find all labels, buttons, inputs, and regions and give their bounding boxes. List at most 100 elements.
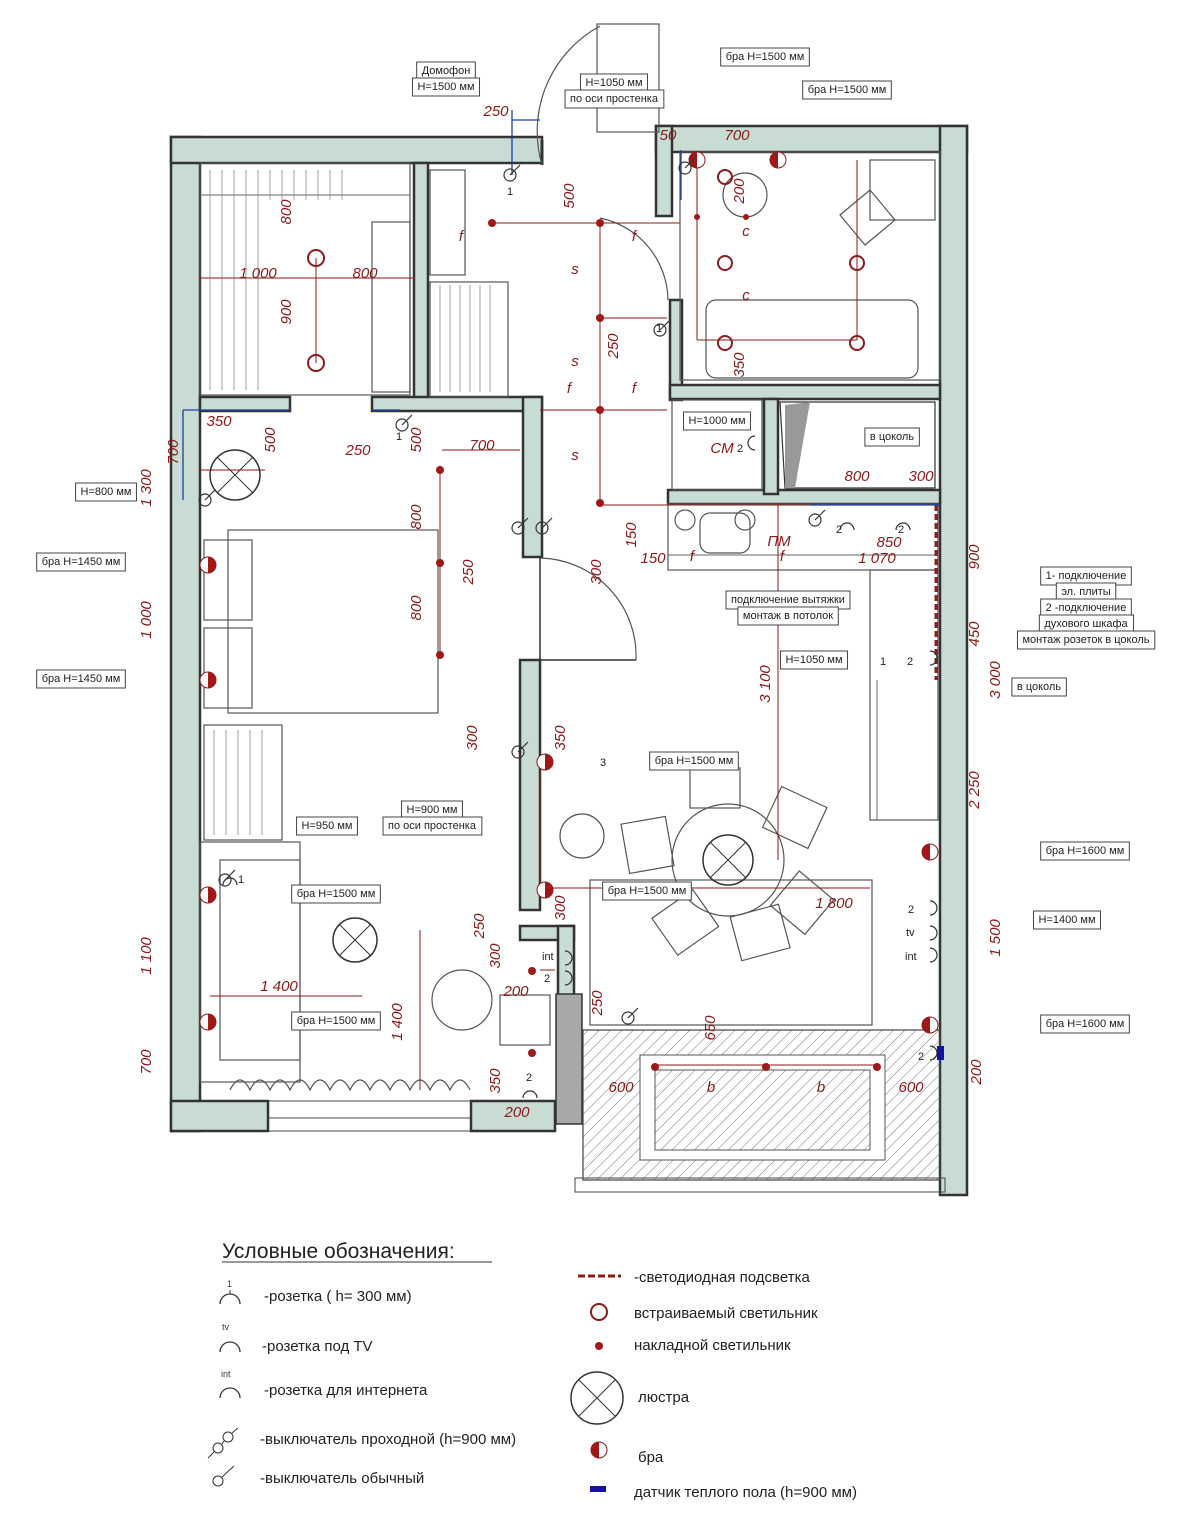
dimension-label-vertical: 1 300 [138,469,155,507]
balcony [574,1029,946,1193]
dimension-label: 300 [908,468,934,485]
dimension-label: 1 400 [260,978,298,995]
sconce-icon [199,671,217,689]
dimension-label-vertical: 3 100 [757,665,774,703]
annotation-box [779,650,849,670]
dimension-label-vertical: 350 [552,725,569,751]
dimension-label: 800 [352,265,378,282]
dimension-label-vertical: 650 [702,1015,719,1041]
svg-text:1: 1 [656,323,662,335]
annotation-label: бра Н=1600 мм [1046,845,1125,857]
dimension-label-vertical: 250 [460,559,477,586]
legend-internet-socket: int -розетка для интернета [219,1369,428,1399]
annotation-label: Н=950 мм [302,820,353,832]
annotation-label: Н=1500 мм [417,81,474,93]
sconce-icon [199,556,217,574]
annotation-label: подключение вытяжки [731,594,845,606]
svg-text:tv: tv [906,927,915,939]
dimension-label: 1 000 [239,265,277,282]
annotation-box [802,80,892,100]
circuit-mark: f [632,228,638,245]
dimension-label-vertical: 150 [623,522,640,548]
circuit-mark: ПМ [767,533,791,550]
dimension-label-vertical: 350 [731,352,748,378]
dimension-label: 250 [482,103,509,120]
annotation-label: Н=1000 мм [688,415,745,427]
circuit-mark: b [707,1079,715,1096]
annotation-label: бра Н=1450 мм [42,556,121,568]
windows [268,1100,471,1132]
dimension-label: 200 [503,1104,530,1121]
furniture [199,151,941,1092]
switches-sockets [198,157,938,1099]
annotation-label: Н=1400 мм [1038,914,1095,926]
sconce-icon [769,151,787,169]
sconce-icon [536,753,554,771]
circuit-mark: s [571,447,579,464]
svg-text:int: int [542,951,554,963]
svg-text:2: 2 [908,904,914,916]
annotation-label: бра Н=1500 мм [297,1015,376,1027]
dimension-label-vertical: 250 [605,333,622,360]
annotation-box [36,552,126,572]
legend-floor-sensor: датчик теплого пола (h=900 мм) [590,1484,857,1501]
dimension-label-vertical: 700 [138,1049,155,1075]
annotation-box [75,482,137,502]
annotation-label: 1- подключение [1046,570,1127,582]
svg-text:1: 1 [238,874,244,886]
dimension-label-vertical: 800 [278,199,295,225]
dimension-label-vertical: 900 [278,299,295,325]
dimension-label: 350 [206,413,232,430]
sconce-icon [199,886,217,904]
annotation-label: в цоколь [1017,681,1061,693]
dimension-label-vertical: 250 [589,990,606,1017]
circuit-mark: f [567,380,573,397]
annotation-box [1016,630,1156,650]
svg-text:int: int [905,951,917,963]
legend-chandelier-label: люстра [638,1389,690,1406]
circuit-mark: c [742,223,750,240]
legend-led: -светодиодная подсветка [578,1269,810,1286]
sconce-icon [536,881,554,899]
dimension-label: 600 [608,1079,634,1096]
dimension-label-vertical: 500 [262,427,279,453]
dimension-label-vertical: 1 400 [389,1003,406,1041]
annotation-box [291,884,381,904]
dimension-label: 1 070 [858,550,896,567]
sconce-icon [688,151,706,169]
legend-socket-number: 1 [227,1279,232,1289]
legend-surface-label: накладной светильник [634,1337,791,1354]
circuit-mark: СМ [710,440,734,457]
dimension-label: 250 [344,442,371,459]
annotation-label: бра Н=1450 мм [42,673,121,685]
legend-socket-label: -розетка ( h= 300 мм) [264,1288,412,1305]
svg-text:1: 1 [507,186,513,198]
recessed-lights [307,169,865,372]
sconces [199,151,939,1034]
dimension-label: 700 [724,127,750,144]
dimension-label-vertical: 800 [408,595,425,621]
annotation-label: Н=1050 мм [585,77,642,89]
annotation-label: бра Н=1600 мм [1046,1018,1125,1030]
entry-door [536,23,660,166]
dimension-label-vertical: 900 [966,544,983,570]
dimension-label-vertical: 450 [966,621,983,647]
annotation-box [1011,677,1067,697]
annotation-box [1032,910,1102,930]
svg-text:2: 2 [544,973,550,985]
legend-pass-switch: -выключатель проходной (h=900 мм) [207,1427,516,1459]
annotation-label: в цоколь [870,431,914,443]
legend-socket: 1 -розетка ( h= 300 мм) [219,1279,412,1305]
dimension-label: 850 [876,534,902,551]
dimension-label-vertical: 1 500 [987,919,1004,957]
dimension-label: 150 [640,550,666,567]
annotation-box [649,751,739,771]
legend-tv-label: -розетка под TV [262,1338,373,1355]
annotation-box [602,881,692,901]
dimension-label: 200 [502,983,529,1000]
annotation-box [411,77,481,97]
annotation-box [296,816,358,836]
